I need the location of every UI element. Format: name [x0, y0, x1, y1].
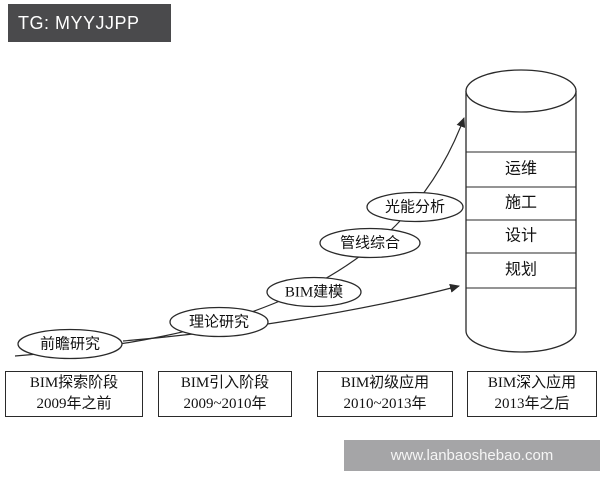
stage-box-deep-application: BIM深入应用 2013年之后: [467, 371, 597, 417]
bubble-pipeline-integration: 管线综合: [319, 227, 421, 259]
stage-title: BIM初级应用: [340, 375, 430, 391]
application-cylinder: 运维 施工 设计 规划: [465, 69, 577, 353]
stage-title: BIM深入应用: [487, 375, 577, 391]
arrow-to-planning-layer: [122, 283, 460, 342]
stage-box-primary-application: BIM初级应用 2010~2013年: [317, 371, 453, 417]
bubble-ellipse: [169, 306, 269, 338]
bubble-bim-modeling: BIM建模: [266, 276, 362, 308]
stage-box-introduction: BIM引入阶段 2009~2010年: [158, 371, 292, 417]
tg-watermark-badge: TG: MYYJJPP: [8, 4, 171, 42]
cylinder-top: [465, 69, 577, 113]
bubble-ellipse: [17, 328, 123, 360]
bubble-prospective-research: 前瞻研究: [17, 328, 123, 360]
bubble-light-analysis: 光能分析: [366, 191, 464, 223]
cylinder-layer-design: 设计: [505, 227, 537, 245]
stage-period: 2009~2010年: [183, 396, 267, 412]
bubble-label: 管线综合: [340, 234, 400, 251]
site-watermark-text: www.lanbaoshebao.com: [390, 447, 554, 464]
stage-title: BIM引入阶段: [180, 375, 270, 391]
bubble-ellipse: [266, 276, 362, 308]
stage-period: 2009年之前: [36, 396, 112, 412]
bubble-label: 前瞻研究: [40, 335, 100, 352]
stage-period: 2013年之后: [494, 396, 570, 412]
bubble-ellipse: [319, 227, 421, 259]
stage-title: BIM探索阶段: [29, 375, 119, 391]
cylinder-body: [465, 91, 577, 353]
stage-box-exploration: BIM探索阶段 2009年之前: [5, 371, 143, 417]
bubble-label: BIM建模: [285, 283, 343, 300]
cylinder-layer-planning: 规划: [505, 261, 537, 279]
site-watermark-bar: www.lanbaoshebao.com: [344, 440, 600, 471]
cylinder-layer-construction: 施工: [505, 194, 537, 212]
bubble-theory-research: 理论研究: [169, 306, 269, 338]
bubble-label: 理论研究: [189, 313, 249, 330]
bubble-ellipse: [366, 191, 464, 223]
stage-period: 2010~2013年: [343, 396, 427, 412]
bubble-label: 光能分析: [385, 198, 445, 215]
cylinder-layer-operations: 运维: [505, 160, 537, 178]
